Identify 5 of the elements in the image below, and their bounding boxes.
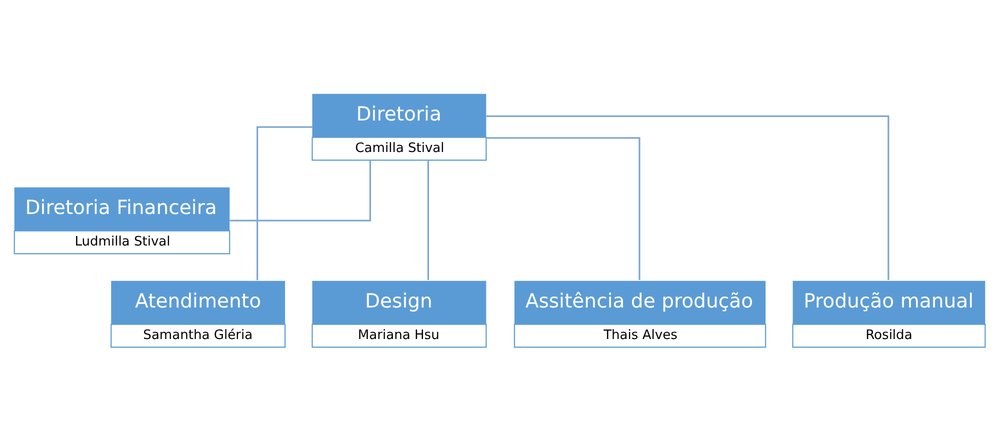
connector — [426, 159, 429, 280]
connector — [486, 114, 889, 280]
connector — [256, 126, 312, 280]
connector — [486, 136, 640, 280]
connector — [229, 159, 371, 221]
